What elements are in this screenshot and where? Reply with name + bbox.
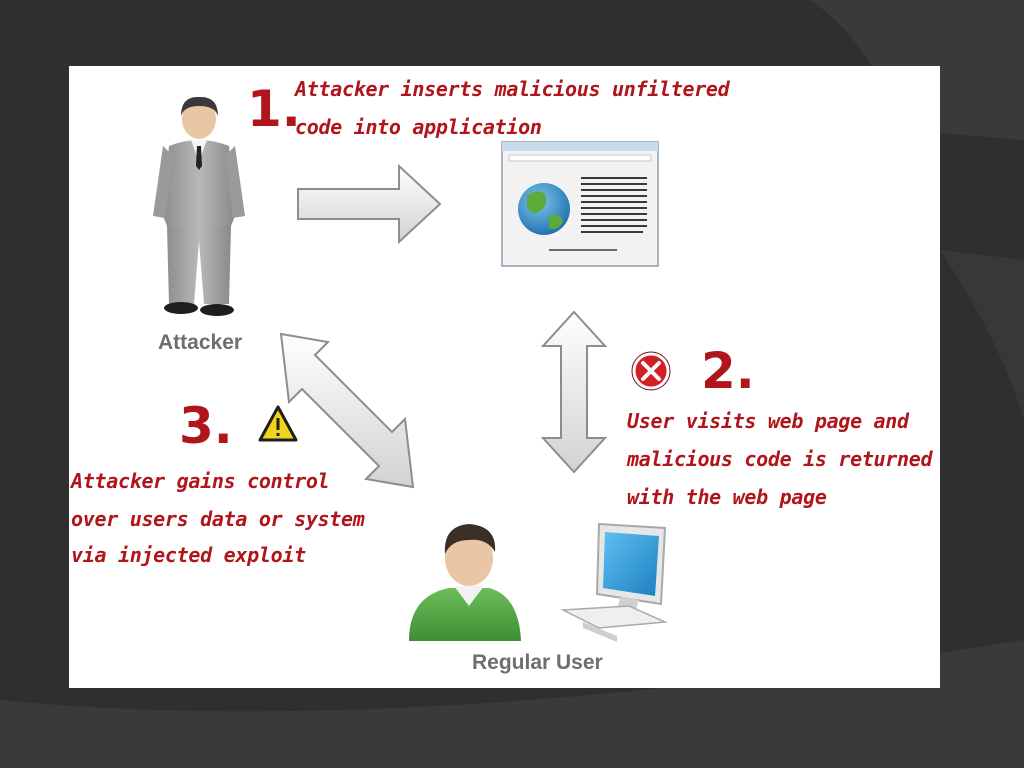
- step-1-line-2: code into application: [295, 115, 542, 139]
- step-2-number: 2.: [701, 342, 755, 400]
- diagram-card: 1. Attacker inserts malicious unfiltered…: [69, 66, 940, 688]
- step-3-line-1: Attacker gains control: [71, 469, 330, 493]
- error-x-icon: [631, 351, 671, 391]
- regular-user-icon: [409, 524, 521, 641]
- step-3-number: 3.: [179, 397, 233, 455]
- warning-triangle-icon: [258, 405, 298, 442]
- attacker-figure-icon: [153, 96, 245, 316]
- attacker-label: Attacker: [158, 331, 243, 354]
- step-1-number: 1.: [247, 80, 301, 138]
- step-2-line-3: with the web page: [627, 485, 827, 509]
- regular-user-label: Regular User: [472, 651, 603, 674]
- step-2-line-2: malicious code is returned: [627, 447, 933, 471]
- step-2-line-1: User visits web page and: [627, 409, 909, 433]
- step-3-line-3: via injected exploit: [71, 543, 306, 567]
- arrow-user-to-attacker: [279, 332, 415, 489]
- desktop-computer-icon: [560, 522, 668, 642]
- step-1-line-1: Attacker inserts malicious unfiltered: [295, 77, 730, 101]
- arrow-attacker-to-app: [297, 163, 442, 245]
- step-3-line-2: over users data or system: [71, 507, 365, 531]
- arrow-app-to-user: [540, 310, 608, 474]
- web-application-window-icon: [501, 141, 659, 267]
